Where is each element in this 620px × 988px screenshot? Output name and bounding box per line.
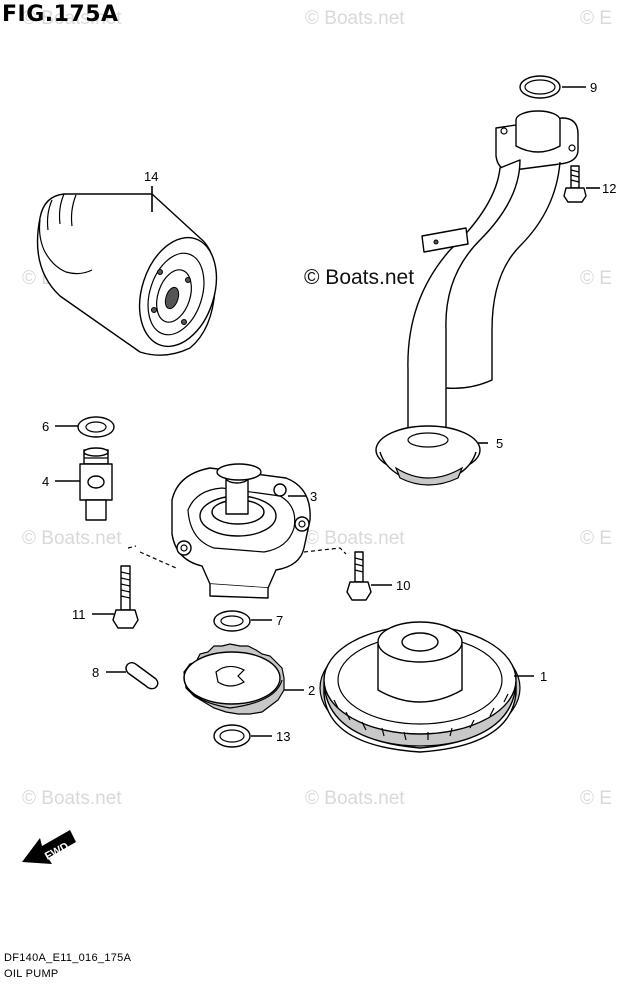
part-2-drive-gear[interactable] [183,643,285,715]
callout-10: 10 [396,578,410,593]
callout-3: 3 [310,489,317,504]
part-1-driven-gear[interactable] [319,621,521,753]
locator-line [127,545,177,569]
watermark: © E [580,8,612,29]
callout-2: 2 [308,683,315,698]
part-14-oil-filter[interactable] [36,193,230,356]
callout-8: 8 [92,665,99,680]
part-3-pump-case[interactable] [171,463,311,599]
part-12-bolt[interactable] [563,165,587,203]
callout-11: 11 [72,607,86,622]
callout-6: 6 [42,419,49,434]
part-7-o-ring[interactable] [213,610,251,632]
watermark: © Boats.net [22,788,122,809]
part-10-bolt[interactable] [346,551,372,601]
callout-7: 7 [276,613,283,628]
watermark: © E [580,788,612,809]
part-5-oil-strainer[interactable] [375,110,579,486]
callout-4: 4 [42,474,49,489]
part-8-pin[interactable] [125,662,159,690]
callout-12: 12 [602,181,616,196]
watermark: © Boats.net [305,8,405,29]
locator-line [303,547,347,555]
figure-title: FIG.175A [2,2,119,27]
callout-1: 1 [540,669,547,684]
part-6-washer[interactable] [77,416,115,438]
watermark: © Boats.net [305,788,405,809]
figure-code: DF140A_E11_016_175A [4,952,132,964]
callout-13: 13 [276,729,290,744]
fwd-arrow-icon: FWD [22,830,76,864]
watermark: © E [580,268,612,289]
part-4-fitting[interactable] [79,447,113,521]
callout-14: 14 [144,169,158,184]
part-13-snap-ring[interactable] [213,724,251,748]
part-11-bolt[interactable] [112,565,139,629]
watermark: © Boats.net [22,8,122,29]
watermark: © E [580,528,612,549]
part-9-o-ring[interactable] [519,75,561,99]
callout-5: 5 [496,436,503,451]
watermark: © Boats.net [305,528,405,549]
watermark-prominent: © Boats.net [304,266,415,289]
watermark: © Boats.net [22,528,122,549]
callout-9: 9 [590,80,597,95]
figure-caption: OIL PUMP [4,968,59,980]
